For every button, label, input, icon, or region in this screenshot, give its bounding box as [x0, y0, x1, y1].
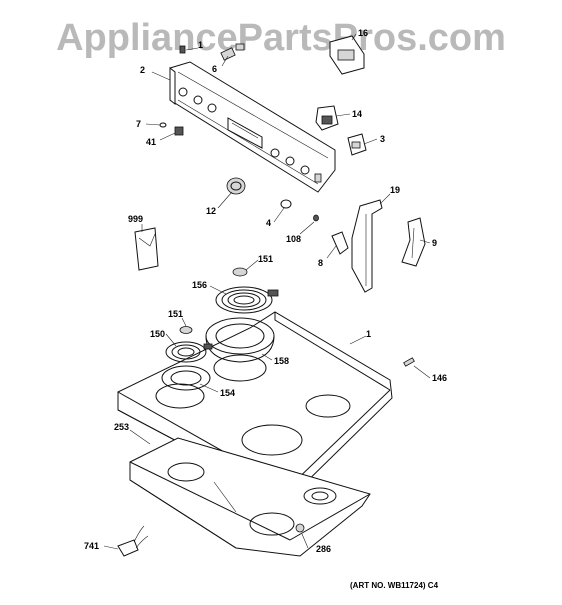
part-4-knob-insert[interactable] [280, 199, 292, 209]
callout-1-top: 1 [198, 40, 203, 50]
part-7-clip[interactable] [159, 122, 167, 128]
part-14-switch-block[interactable] [315, 105, 339, 131]
callout-2: 2 [140, 65, 145, 75]
callout-999: 999 [128, 214, 143, 224]
callout-741: 741 [84, 541, 99, 551]
callout-4: 4 [266, 218, 271, 228]
watermark: AppliancePartsPros.com [56, 17, 506, 59]
part-156-large-element[interactable] [215, 286, 279, 314]
part-151-top[interactable] [232, 267, 248, 277]
part-150-small-element[interactable] [165, 341, 213, 363]
callout-253: 253 [114, 422, 129, 432]
callout-41: 41 [146, 137, 156, 147]
part-154-drip-pan-small[interactable] [161, 365, 211, 391]
part-41-lamp[interactable] [174, 126, 184, 136]
callout-12: 12 [206, 206, 216, 216]
control-panel-part[interactable] [169, 61, 336, 193]
callout-151-lower: 151 [168, 309, 183, 319]
callout-6: 6 [212, 64, 217, 74]
part-19-side-trim[interactable] [351, 199, 383, 293]
callout-9: 9 [432, 238, 437, 248]
callout-16: 16 [358, 28, 368, 38]
part-999-literature[interactable] [134, 227, 159, 271]
part-146-pin[interactable] [403, 357, 415, 367]
callout-108: 108 [286, 234, 301, 244]
part-12-knob[interactable] [226, 177, 246, 195]
part-8-bracket[interactable] [331, 231, 349, 255]
callout-156: 156 [192, 280, 207, 290]
part-1-screw-top[interactable] [179, 45, 186, 54]
part-6-switch[interactable] [220, 43, 245, 61]
part-151-lower[interactable] [179, 326, 193, 334]
callout-146: 146 [432, 373, 447, 383]
art-number-caption: (ART NO. WB11724) C4 [350, 581, 439, 590]
callout-158: 158 [274, 356, 289, 366]
part-741-terminal-block[interactable] [117, 525, 149, 557]
callout-154: 154 [220, 388, 235, 398]
callout-151-top: 151 [258, 254, 273, 264]
callout-19: 19 [390, 185, 400, 195]
callout-286: 286 [316, 544, 331, 554]
part-16-clock[interactable] [329, 35, 365, 75]
part-3-relay[interactable] [347, 133, 367, 156]
callout-8: 8 [318, 258, 323, 268]
callout-3: 3 [380, 134, 385, 144]
callout-labels: 2 1 6 16 7 41 14 3 12 4 19 999 108 8 9 1… [84, 28, 447, 554]
leader-lines [103, 33, 431, 550]
part-108-spring[interactable] [313, 214, 319, 222]
part-286-receptacle[interactable] [295, 523, 305, 533]
part-253-burner-box[interactable] [129, 437, 371, 557]
callout-150: 150 [150, 329, 165, 339]
callout-1: 1 [366, 329, 371, 339]
callout-14: 14 [352, 109, 362, 119]
callout-7: 7 [136, 119, 141, 129]
part-9-hinge[interactable] [401, 217, 426, 267]
